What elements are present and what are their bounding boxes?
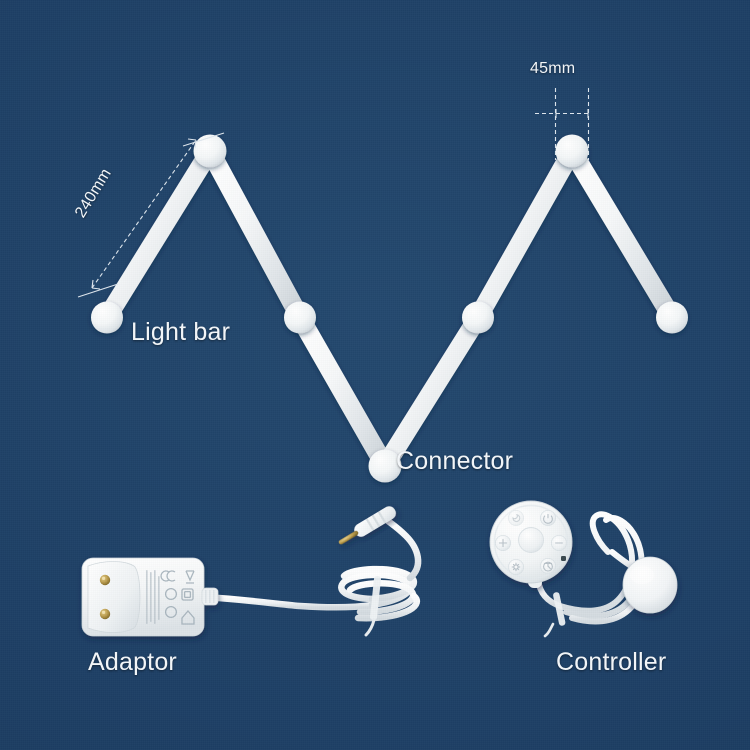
light-bar-segment[interactable] — [200, 141, 310, 327]
cable-loop — [340, 565, 418, 603]
label-light-bar: Light bar — [131, 318, 231, 346]
timer-icon-ring — [543, 561, 553, 572]
dc-jack[interactable] — [336, 504, 399, 549]
label-connector: Connector — [396, 447, 514, 475]
adaptor-spec-print — [146, 570, 160, 624]
efficiency-mark — [164, 605, 178, 619]
remote-button-brightness[interactable] — [507, 559, 524, 576]
ce-mark — [160, 570, 176, 582]
cable-loop — [346, 580, 417, 616]
cable-tie — [364, 576, 381, 637]
ball-connector[interactable] — [462, 301, 494, 334]
certification-marks — [160, 570, 195, 625]
ball-connector[interactable] — [284, 301, 316, 334]
plus-icon — [498, 538, 508, 548]
dimension-line — [91, 139, 197, 289]
ball-connectors — [91, 134, 688, 483]
ball-connector[interactable] — [91, 301, 123, 334]
ball-connector[interactable] — [656, 301, 688, 334]
light-bar-segment[interactable] — [562, 141, 682, 327]
receiver-body — [622, 556, 678, 614]
jack-grip-ring — [371, 514, 381, 528]
ball-connector[interactable] — [368, 449, 402, 483]
extension-line — [77, 283, 119, 298]
ball-connector[interactable] — [193, 134, 227, 168]
jack-grip-ring — [365, 518, 375, 531]
cable-loop — [569, 601, 637, 625]
label-controller: Controller — [556, 648, 667, 676]
jack-pin — [338, 530, 359, 545]
dimension-240mm — [77, 132, 225, 298]
dimension-45mm — [535, 88, 590, 160]
light-bar-segments — [97, 141, 682, 476]
label-dimension-45mm: 45mm — [530, 60, 576, 77]
light-bar-segment[interactable] — [290, 308, 395, 476]
adaptor-cable — [202, 517, 422, 622]
light-bar-segment[interactable] — [468, 141, 582, 327]
cable-loop — [557, 511, 636, 614]
label-adaptor: Adaptor — [88, 648, 177, 676]
receiver-disc[interactable] — [622, 556, 678, 614]
remote-center-button[interactable] — [518, 527, 544, 553]
dimension-arrow — [91, 279, 101, 290]
cable-loop — [354, 592, 420, 622]
house-mark — [181, 610, 195, 625]
class2-mark — [181, 588, 194, 601]
rohs-mark — [164, 587, 178, 601]
extension-line — [182, 132, 225, 147]
power-icon — [543, 513, 553, 524]
power-adaptor[interactable] — [81, 557, 219, 637]
cable-tie — [543, 592, 566, 638]
cable-run — [202, 593, 376, 611]
light-bar-segment[interactable] — [375, 308, 488, 476]
wee-mark — [185, 570, 195, 584]
brightness-icon — [511, 562, 521, 572]
ball-connector[interactable] — [555, 134, 589, 168]
timer-icon — [543, 562, 553, 570]
light-bar-segment[interactable] — [97, 141, 220, 327]
ir-indicator — [561, 556, 566, 561]
remote-button-glyphs — [498, 513, 563, 572]
dimension-arrow — [187, 138, 197, 149]
remote-control[interactable] — [489, 500, 573, 588]
brightness-icon-core — [513, 564, 519, 570]
cable-run — [384, 517, 422, 582]
jack-grip-ring — [377, 510, 387, 524]
